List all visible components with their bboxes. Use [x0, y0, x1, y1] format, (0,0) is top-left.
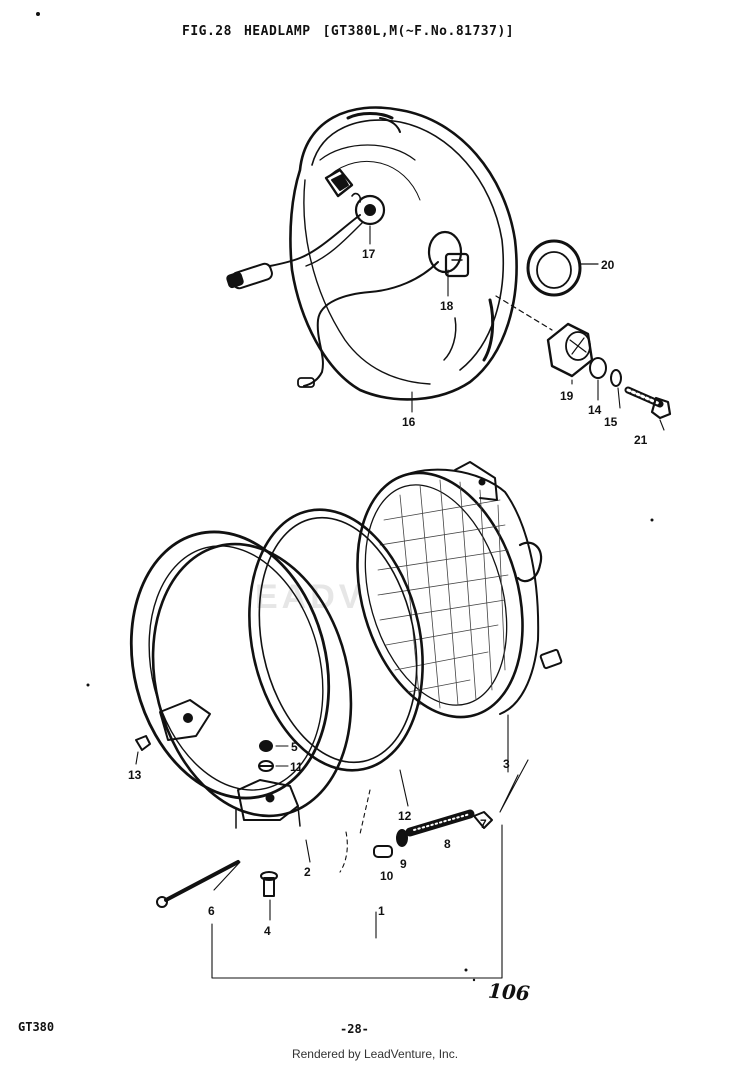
callout-11: 11 [290, 760, 303, 774]
mount-bolt [624, 386, 672, 420]
headlamp-housing [226, 106, 518, 401]
page-code: 106 [487, 978, 531, 1006]
collar [373, 845, 393, 858]
callout-14: 14 [588, 403, 602, 417]
callout-20: 20 [601, 258, 615, 272]
callout-16: 16 [402, 415, 416, 429]
model-label: GT380 [18, 1020, 55, 1034]
mount-cushion [546, 322, 594, 378]
screw-13 [135, 735, 151, 751]
callout-18: 18 [440, 299, 454, 313]
figure-name: HEADLAMP [243, 24, 311, 39]
lamp-socket [427, 230, 470, 278]
adjusting-spring [405, 809, 475, 837]
figure-applicability: [GT380L,M(~F.No.81737)] [322, 24, 515, 39]
callout-6: 6 [208, 904, 215, 918]
nut [259, 740, 273, 752]
callout-17: 17 [362, 247, 376, 261]
callout-13: 13 [128, 768, 142, 782]
callout-15: 15 [604, 415, 618, 429]
outer-rim [129, 530, 353, 829]
figure-number: FIG.28 [182, 24, 232, 39]
screw-4 [260, 871, 278, 897]
callout-5: 5 [291, 740, 298, 754]
grommet [526, 239, 582, 297]
long-screw [156, 860, 240, 908]
callout-9: 9 [400, 857, 407, 871]
render-credit: Rendered by LeadVenture, Inc. [291, 1047, 459, 1061]
washer-9 [396, 829, 408, 847]
bulb-socket [324, 168, 386, 226]
callout-1: 1 [378, 904, 385, 918]
page-number: -28- [340, 1022, 369, 1036]
washer [589, 357, 607, 379]
callout-21: 21 [634, 433, 648, 447]
callout-8: 8 [444, 837, 451, 851]
callout-7: 7 [480, 817, 487, 831]
callout-2: 2 [304, 865, 311, 879]
callout-19: 19 [560, 389, 574, 403]
callout-4: 4 [264, 924, 271, 938]
sealed-beam-unit [356, 461, 563, 719]
spring-nut-7 [473, 811, 493, 829]
rim-ring [248, 508, 424, 772]
diagram-title: FIG.28 HEADLAMP [GT380L,M(~F.No.81737)] [182, 24, 526, 39]
callout-3: 3 [503, 757, 510, 771]
lock-washer [610, 369, 622, 387]
callout-12: 12 [398, 809, 412, 823]
spring-nut [258, 760, 274, 772]
callout-10: 10 [380, 869, 394, 883]
